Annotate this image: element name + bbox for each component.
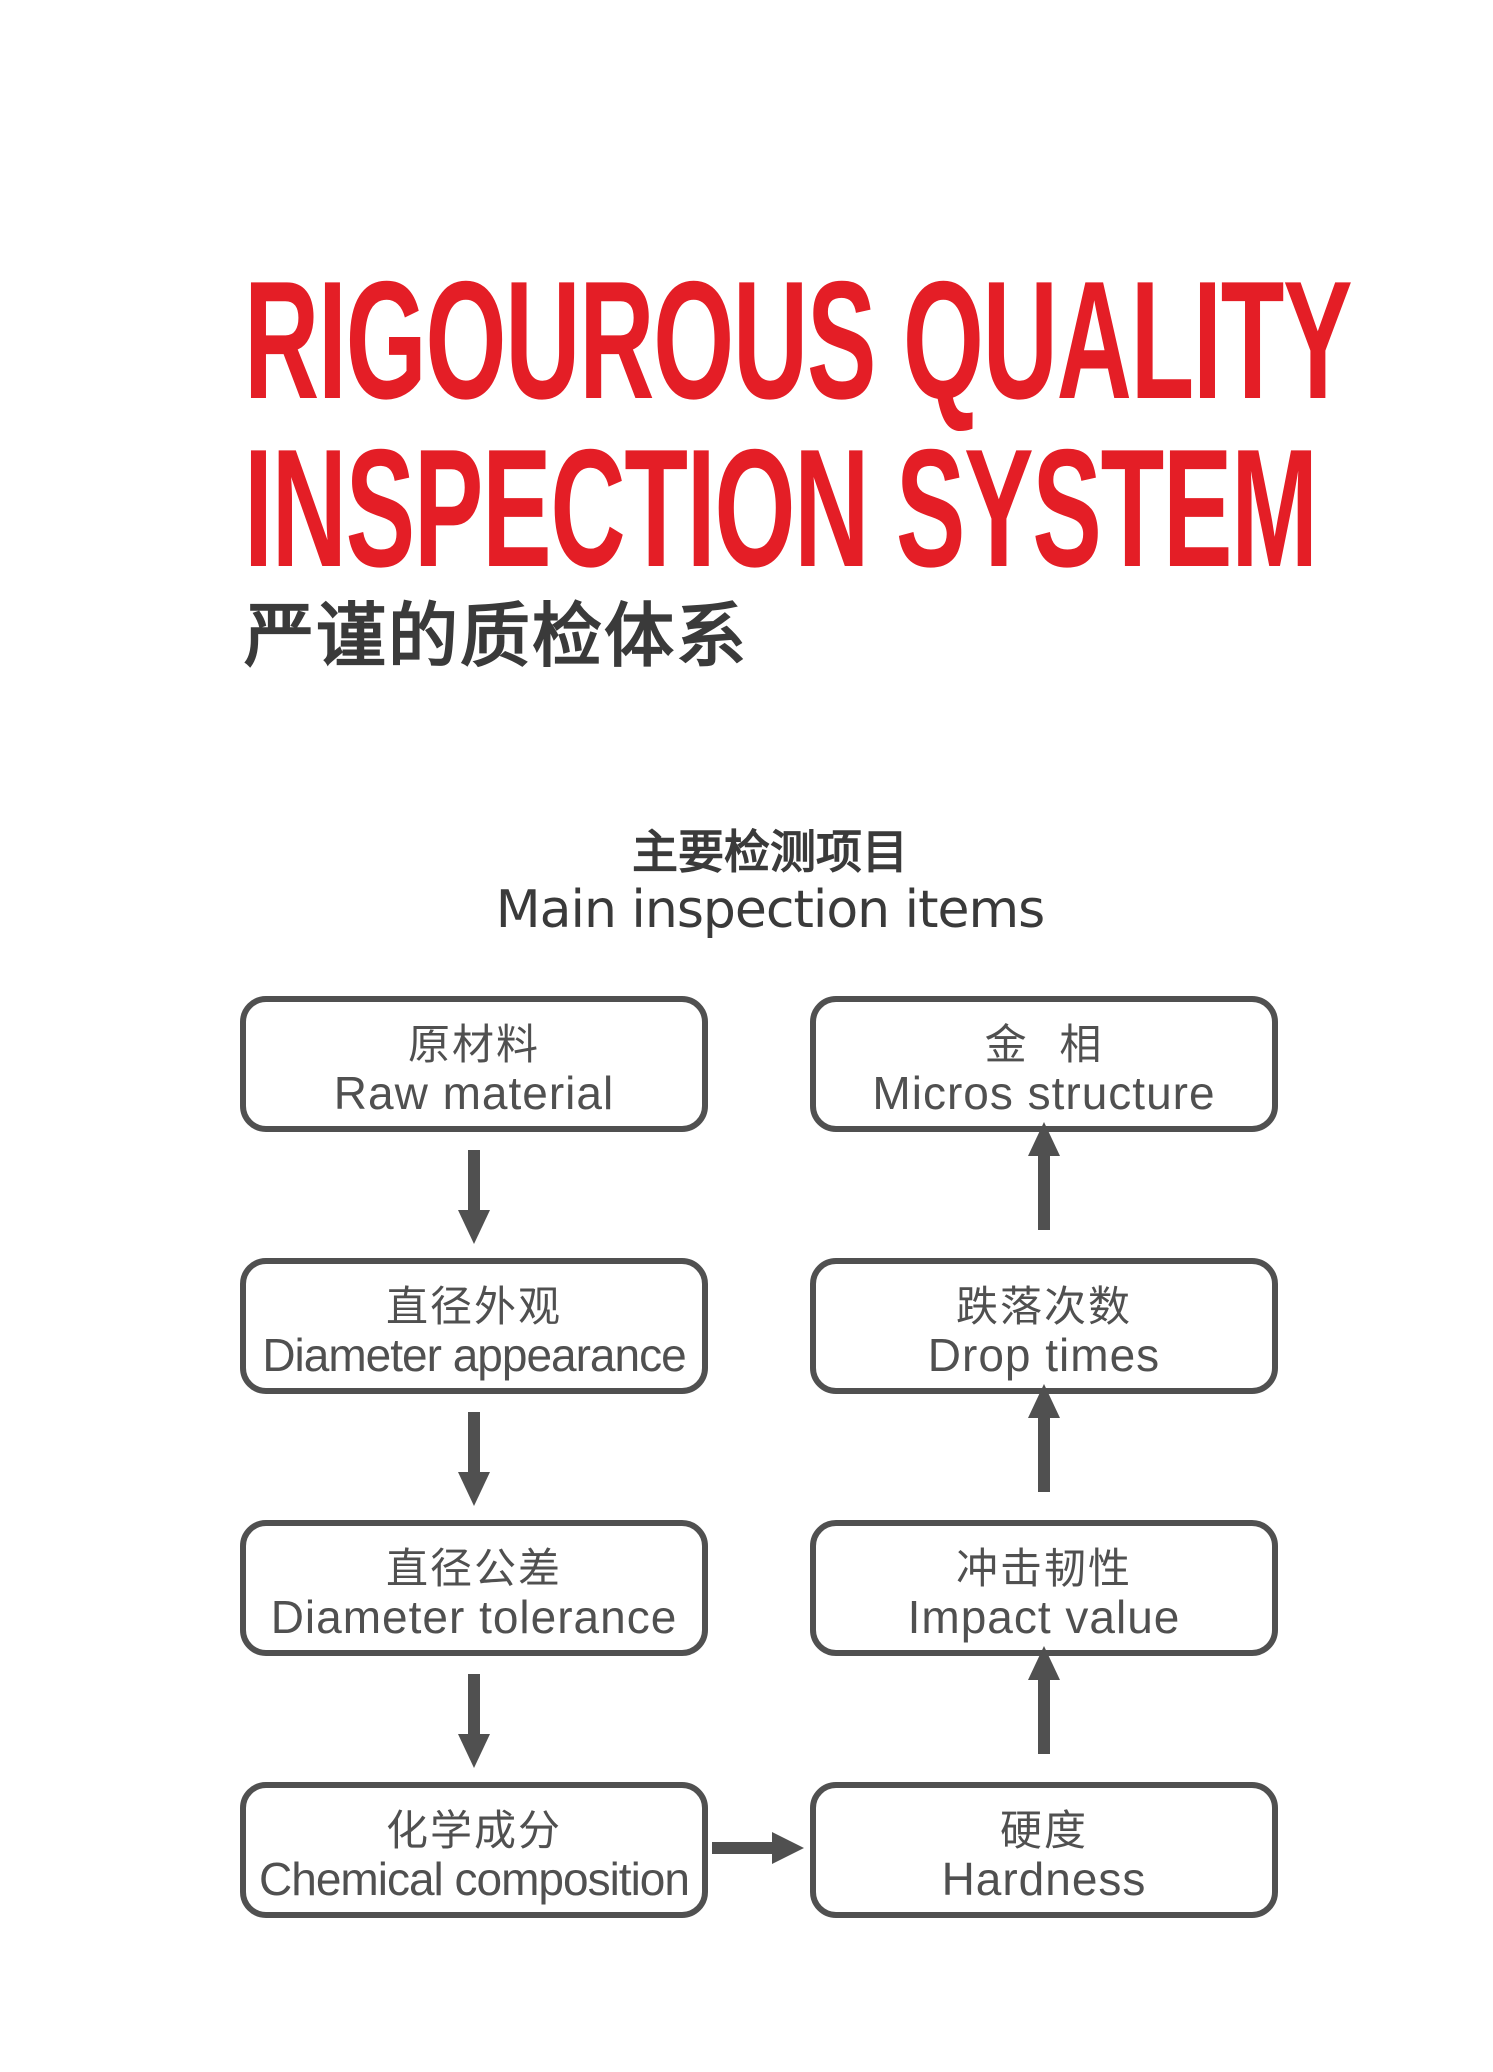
step-label-cn: 直径外观 [385,1282,562,1331]
title-line-1: RIGOUROUS QUALITY [244,246,1353,434]
step-label-en: Raw material [333,1067,615,1119]
step-raw-material: 原材料 Raw material [240,996,708,1132]
title-line-2: INSPECTION SYSTEM [244,414,1318,602]
arrow-up-icon [1028,1384,1060,1492]
step-label-cn: 原材料 [407,1020,540,1069]
step-label-cn: 冲击韧性 [955,1544,1132,1593]
arrow-up-icon [1028,1646,1060,1754]
step-label-en: Chemical composition [259,1853,690,1905]
step-chemical-composition: 化学成分 Chemical composition [240,1782,708,1918]
step-label-cn: 跌落次数 [955,1282,1132,1331]
step-label-cn: 直径公差 [385,1544,562,1593]
arrow-down-icon [458,1674,490,1768]
step-hardness: 硬度 Hardness [810,1782,1278,1918]
arrow-down-icon [458,1412,490,1506]
step-label-cn: 金 相 [984,1020,1104,1069]
step-micros-structure: 金 相 Micros structure [810,996,1278,1132]
step-label-en: Diameter appearance [262,1329,686,1381]
subtitle-cn: 严谨的质检体系 [244,595,748,677]
step-diameter-tolerance: 直径公差 Diameter tolerance [240,1520,708,1656]
arrow-right-icon [712,1832,804,1864]
step-label-en: Impact value [907,1591,1181,1643]
section-heading-en: Main inspection items [495,880,1045,940]
step-diameter-appearance: 直径外观 Diameter appearance [240,1258,708,1394]
step-label-cn: 化学成分 [385,1806,562,1855]
step-label-en: Diameter tolerance [270,1591,678,1643]
step-drop-times: 跌落次数 Drop times [810,1258,1278,1394]
section-heading-cn: 主要检测项目 [632,825,908,879]
arrow-up-icon [1028,1122,1060,1230]
step-impact-value: 冲击韧性 Impact value [810,1520,1278,1656]
step-label-en: Hardness [941,1853,1147,1905]
step-label-cn: 硬度 [999,1806,1088,1855]
step-label-en: Micros structure [872,1067,1216,1119]
arrow-down-icon [458,1150,490,1244]
step-label-en: Drop times [927,1329,1161,1381]
